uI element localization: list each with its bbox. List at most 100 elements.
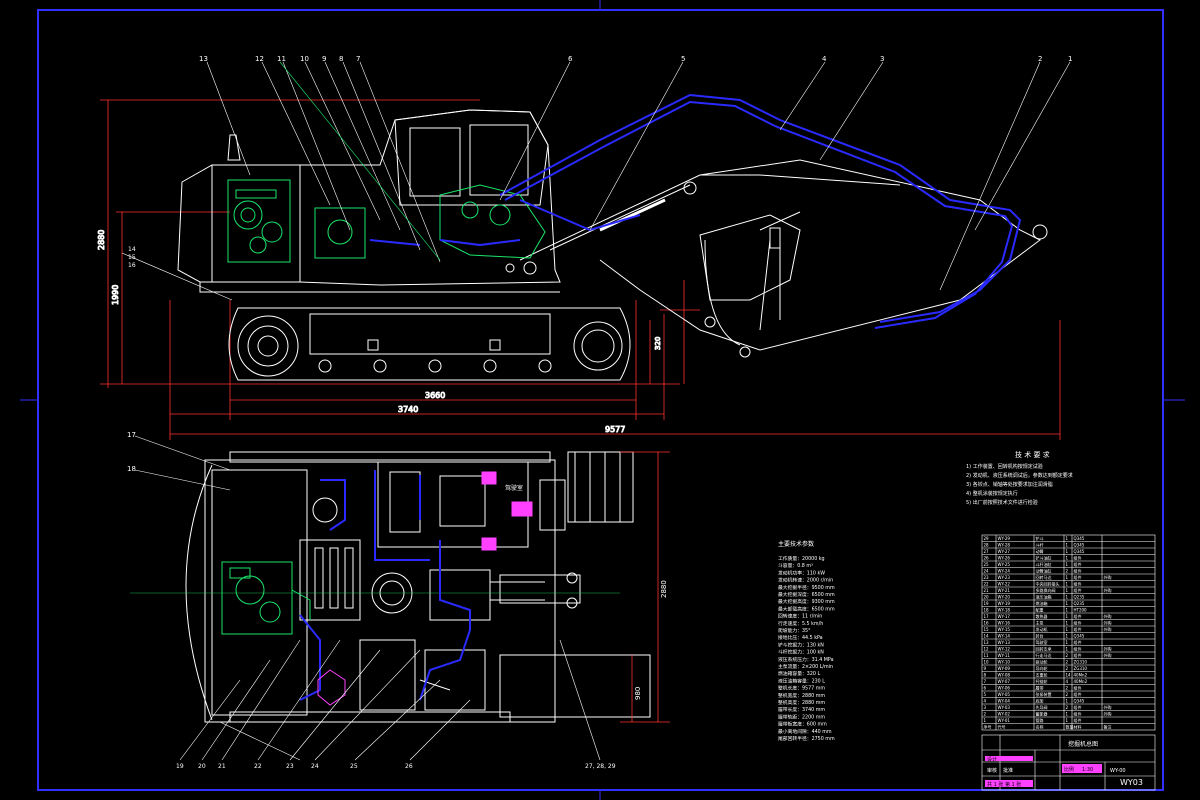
tech-item: 2) 发动机、液压系统调试后，参数达到额定要求: [966, 472, 1073, 479]
bom-cell: 1: [1066, 549, 1069, 554]
bom-cell: 驱动轮: [1036, 659, 1048, 665]
title-drawing-name: 挖掘机总图: [1068, 740, 1098, 748]
work-device: [505, 159, 1048, 358]
bom-cell: WY-22: [998, 582, 1011, 587]
bom-cell: WY-23: [998, 575, 1011, 580]
title-block: [981, 734, 1156, 791]
bom-cell: 管路: [1036, 717, 1044, 723]
balloon-23: 23: [286, 763, 294, 770]
bom-cell: 液压油箱: [1036, 594, 1052, 600]
balloon-7: 7: [356, 55, 360, 63]
bom-cell: 1: [1066, 712, 1069, 717]
bom-cell: 1: [1066, 640, 1069, 645]
spec-line: 行走速度：5.5 km/h: [778, 620, 823, 627]
balloon-5: 5: [681, 55, 685, 63]
bom-cell: WY-11: [998, 653, 1011, 658]
bom-header: 数量: [1066, 724, 1074, 730]
bom-cell: 组件: [1074, 639, 1082, 645]
bom-cell: WY-20: [998, 595, 1011, 600]
spec-line: 回转速度：11 r/min: [778, 613, 822, 620]
bom-cell: 1: [1066, 595, 1069, 600]
bom-cell: 组件: [1074, 646, 1082, 652]
bom-cell: WY-06: [998, 686, 1011, 691]
bom-cell: 17: [984, 614, 990, 619]
balloon-1: 1: [1068, 55, 1072, 63]
dim-rear-width: 980: [634, 687, 642, 700]
balloon-27-29: 27, 28, 29: [585, 763, 616, 770]
bom-cell: Q345: [1074, 549, 1085, 554]
bom-header: 材料: [1074, 724, 1082, 730]
track-frame: [228, 307, 631, 381]
bom-cell: 铲斗油缸: [1036, 555, 1052, 561]
bom-cell: WY-25: [998, 562, 1011, 567]
side-dimensions: [100, 99, 1061, 440]
balloon-4: 4: [822, 55, 827, 63]
bom-cell: 1: [1066, 627, 1069, 632]
bom-cell: 散热器: [1036, 613, 1048, 619]
bom-cell: 1: [984, 718, 987, 723]
spec-line: 最大挖掘半径：9500 mm: [778, 584, 835, 591]
bom-cell: WY-29: [998, 536, 1011, 541]
bom-cell: 组件: [1074, 717, 1082, 723]
bom-cell: WY-21: [998, 588, 1011, 593]
bom-cell: 1: [1066, 614, 1069, 619]
spec-line: 铲斗挖掘力：130 kN: [778, 641, 824, 648]
balloon-22: 22: [254, 763, 262, 770]
bom-cell: 15: [984, 627, 990, 632]
dim-overall-length: 9577: [605, 425, 625, 434]
bom-cell: 行走马达: [1036, 652, 1052, 658]
bom-cell: 12: [984, 647, 990, 652]
bom-cell: 多路换向阀: [1036, 587, 1056, 593]
balloon-2: 2: [1038, 55, 1042, 63]
bom-cell: 底架: [1036, 698, 1044, 704]
sheet-border: [20, 0, 1185, 800]
bom-cell: 外购: [1104, 646, 1112, 652]
title-scale-label: 比例: [1064, 766, 1074, 773]
spec-line: 尾部回转半径：2750 mm: [778, 735, 835, 742]
bom-cell: 23: [984, 575, 990, 580]
bom-cell: 组件: [1074, 574, 1082, 580]
tech-title: 技 术 要 求: [1015, 450, 1050, 459]
tech-requirements: 技 术 要 求 1) 工作装置、回转机构按规定试验 2) 发动机、液压系统调试后…: [966, 450, 1073, 506]
bom-cell: 2: [1066, 705, 1069, 710]
bom-cell: 1: [1066, 575, 1069, 580]
bom-cell: WY-19: [998, 601, 1011, 606]
bom-cell: WY-27: [998, 549, 1011, 554]
bom-cell: 10: [984, 660, 990, 665]
bom-cell: 6: [984, 686, 987, 691]
bom-cell: 1: [1066, 588, 1069, 593]
bom-cell: 动臂: [1036, 548, 1044, 554]
spec-line: 发动机功率：110 kW: [778, 569, 825, 576]
bom-cell: 8: [984, 673, 987, 678]
bom-cell: 1: [1066, 582, 1069, 587]
bom-cell: 组件: [1074, 568, 1082, 574]
side-balloons: 13 12 11 10 9 8 7 6 5 4 3 2 1: [199, 55, 1072, 63]
balloon-9: 9: [322, 55, 326, 63]
side-view: 2880 1990 3660 3740 9577 320: [97, 61, 1071, 440]
bom-cell: WY-04: [998, 699, 1011, 704]
tech-item: 1) 工作装置、回转机构按规定试验: [966, 463, 1043, 470]
side-balloon-leaders: [206, 61, 1071, 291]
dim-track-span: 3740: [398, 405, 418, 414]
bom-cell: 组件: [1074, 561, 1082, 567]
bom-cell: 2: [1066, 686, 1069, 691]
bom-cell: 25: [984, 562, 990, 567]
bom-cell: WY-02: [998, 712, 1011, 717]
bom-cell: 1: [1066, 562, 1069, 567]
balloon-17: 17: [127, 431, 136, 439]
bom-header: 序号: [984, 724, 992, 730]
spec-line: 最小离地间隙：440 mm: [778, 728, 832, 735]
bom-cell: 组件: [1074, 652, 1082, 658]
spec-line: 爬坡能力：35°: [778, 627, 811, 634]
title-designer: 设计: [987, 756, 997, 763]
bom-cell: 19: [984, 601, 990, 606]
bom-cell: 2: [1066, 569, 1069, 574]
plan-view: [130, 451, 670, 761]
bom-cell: 组件: [1074, 685, 1082, 691]
bom-cell: 11: [984, 653, 990, 658]
spec-line: 主泵流量：2×200 L/min: [778, 663, 833, 670]
bom-cell: 外购: [1104, 652, 1112, 658]
bom-cell: 斗杆: [1036, 542, 1044, 548]
bom-header: 代号: [998, 724, 1006, 730]
bom-cell: 履带: [1036, 685, 1044, 691]
